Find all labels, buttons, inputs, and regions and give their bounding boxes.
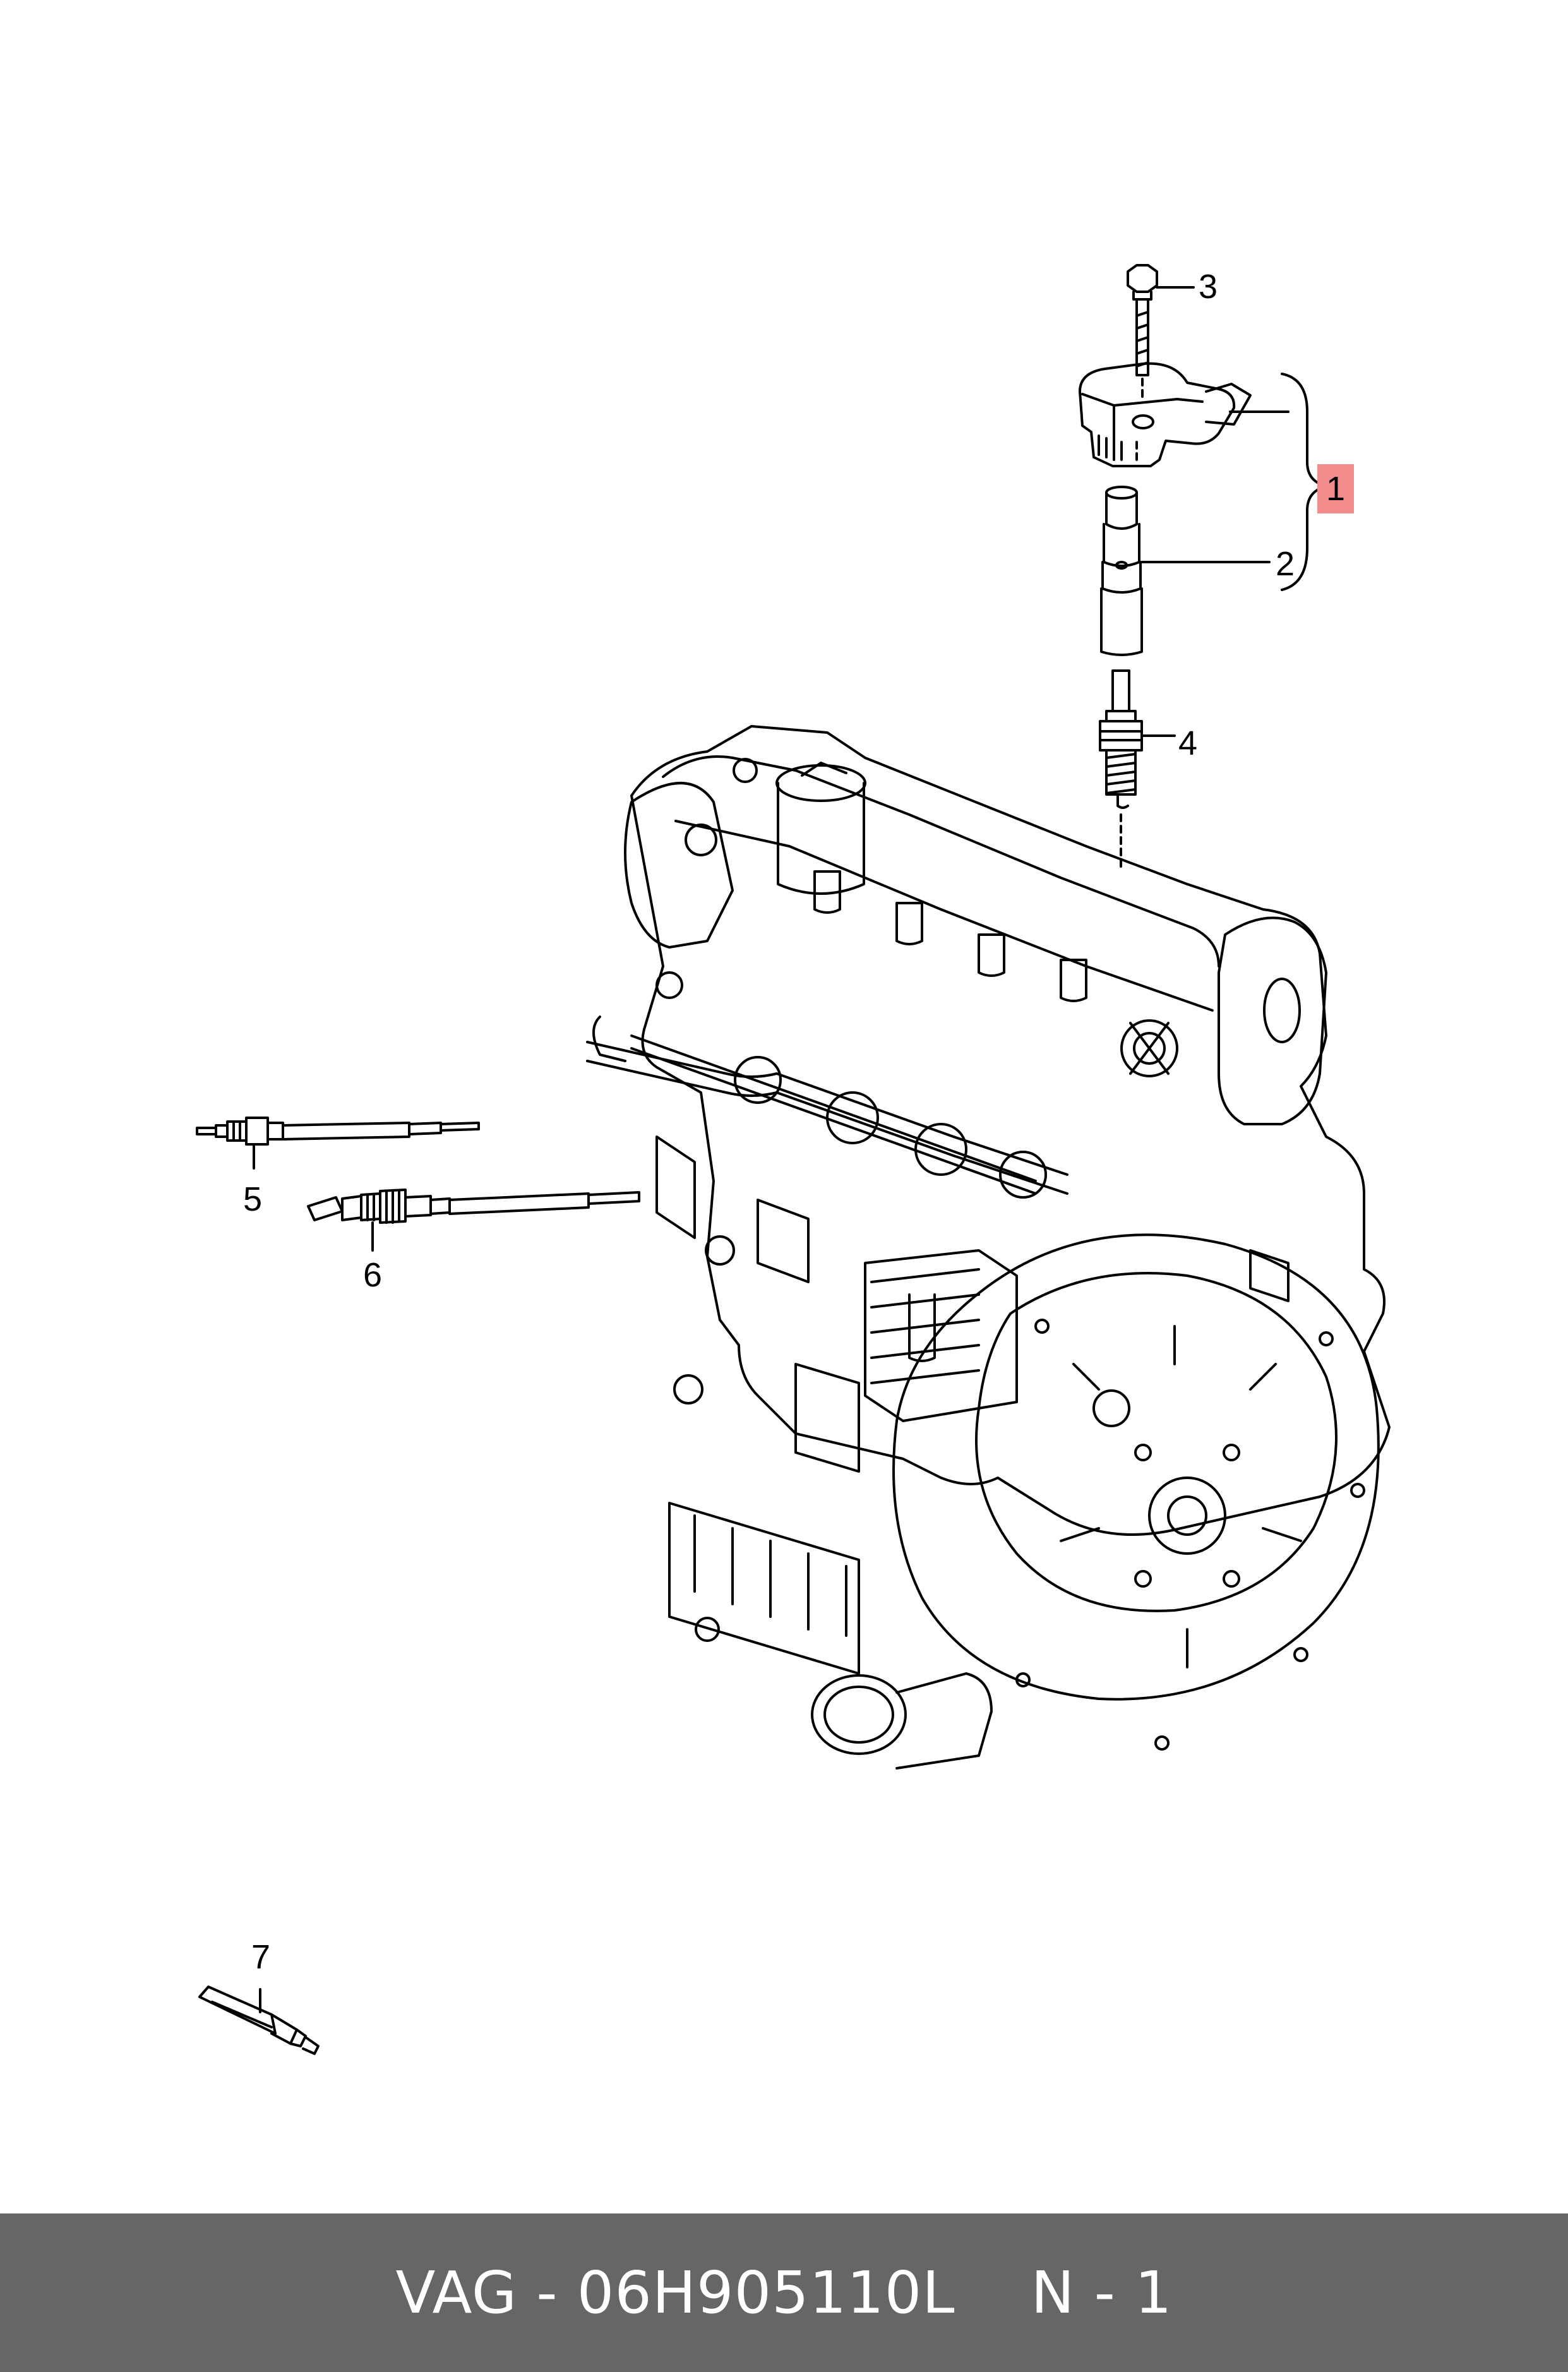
callout-6: 6	[363, 1256, 383, 1294]
bolt-part	[1127, 264, 1158, 399]
coil-tube-part	[1100, 486, 1143, 656]
callout-4: 4	[1178, 724, 1198, 762]
glow-plug-part-6	[307, 1189, 640, 1224]
callout-5: 5	[243, 1180, 263, 1218]
callout-1: 1	[1317, 464, 1355, 513]
callout-3: 3	[1199, 268, 1218, 306]
footer-bar: VAG - 06H905110L N - 1	[0, 2213, 1568, 2372]
glow-plug-part-5	[196, 1117, 480, 1146]
engine-block	[586, 725, 1391, 1770]
sealant-tube-part	[198, 1986, 320, 2055]
ignition-coil-part	[1079, 362, 1252, 467]
footer-part-reference: VAG - 06H905110L	[395, 2259, 955, 2327]
spark-plug-part	[1099, 669, 1143, 873]
engine-parts-diagram	[196, 264, 1391, 2055]
callout-2: 2	[1276, 545, 1295, 583]
footer-quantity: N - 1	[1031, 2259, 1173, 2327]
callout-7: 7	[251, 1938, 271, 1976]
